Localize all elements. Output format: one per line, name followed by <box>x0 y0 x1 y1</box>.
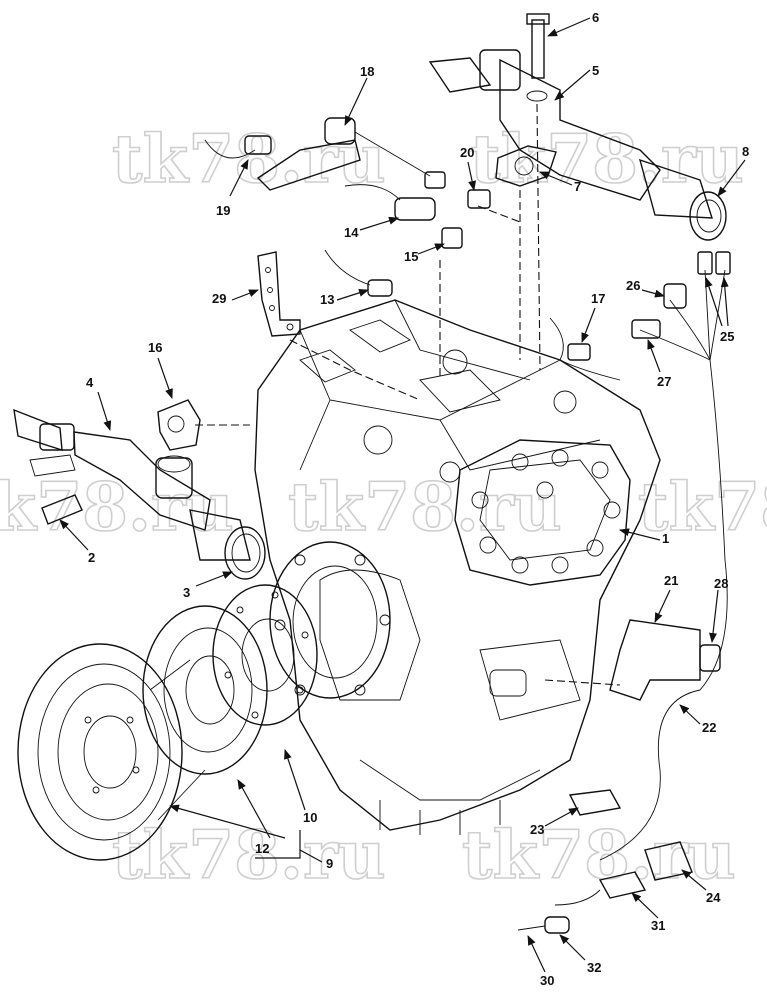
callout-6: 6 <box>592 10 599 25</box>
alignment-lines <box>195 103 621 686</box>
bracket-29 <box>257 251 301 337</box>
suction-valve-assembly <box>13 408 266 580</box>
callout-21: 21 <box>664 573 678 588</box>
callout-30: 30 <box>540 973 554 988</box>
callout-22: 22 <box>702 720 716 735</box>
callout-13: 13 <box>320 292 334 307</box>
callout-labels: 1 2 3 4 5 6 7 8 9 10 12 13 14 15 16 17 1… <box>86 10 749 988</box>
discharge-valve-assembly <box>428 13 727 241</box>
watermark-4: tk78.ru <box>288 468 562 546</box>
clip-17 <box>549 317 621 381</box>
pulley-assembly <box>17 584 318 861</box>
callout-27: 27 <box>657 374 671 389</box>
callout-19: 19 <box>216 203 230 218</box>
callout-9: 9 <box>326 856 333 871</box>
gasket-16 <box>157 399 201 451</box>
leader-lines <box>59 17 746 973</box>
callout-20: 20 <box>460 145 474 160</box>
watermark-5: tk78.ru <box>638 468 767 546</box>
callout-14: 14 <box>344 225 359 240</box>
watermark-2: tk78.ru <box>470 120 744 198</box>
callout-16: 16 <box>148 340 162 355</box>
wiring-harness <box>517 251 731 934</box>
watermark-7: tk78.ru <box>462 816 736 894</box>
watermarks: tk78.ru tk78.ru tk78.ru tk78.ru tk78.ru … <box>0 119 767 895</box>
callout-8: 8 <box>742 144 749 159</box>
callout-15: 15 <box>404 249 418 264</box>
watermark-1: tk78.ru <box>112 120 386 198</box>
sensor-bracket-18 <box>204 117 446 191</box>
callout-5: 5 <box>592 63 599 78</box>
compressor-body <box>254 299 661 835</box>
callout-28: 28 <box>714 576 728 591</box>
callout-24: 24 <box>706 890 721 905</box>
callout-2: 2 <box>88 550 95 565</box>
callout-3: 3 <box>183 585 190 600</box>
callout-4: 4 <box>86 375 94 390</box>
callout-23: 23 <box>530 822 544 837</box>
sensors-13-15-20 <box>324 184 491 297</box>
callout-17: 17 <box>591 291 605 306</box>
watermark-3: tk78.ru <box>0 468 234 546</box>
callout-25: 25 <box>720 329 734 344</box>
callout-12: 12 <box>255 841 269 856</box>
callout-32: 32 <box>587 960 601 975</box>
callout-7: 7 <box>574 179 581 194</box>
callout-18: 18 <box>360 64 374 79</box>
callout-10: 10 <box>303 810 317 825</box>
callout-1: 1 <box>662 531 669 546</box>
callout-29: 29 <box>212 291 226 306</box>
callout-26: 26 <box>626 278 640 293</box>
callout-31: 31 <box>651 918 665 933</box>
